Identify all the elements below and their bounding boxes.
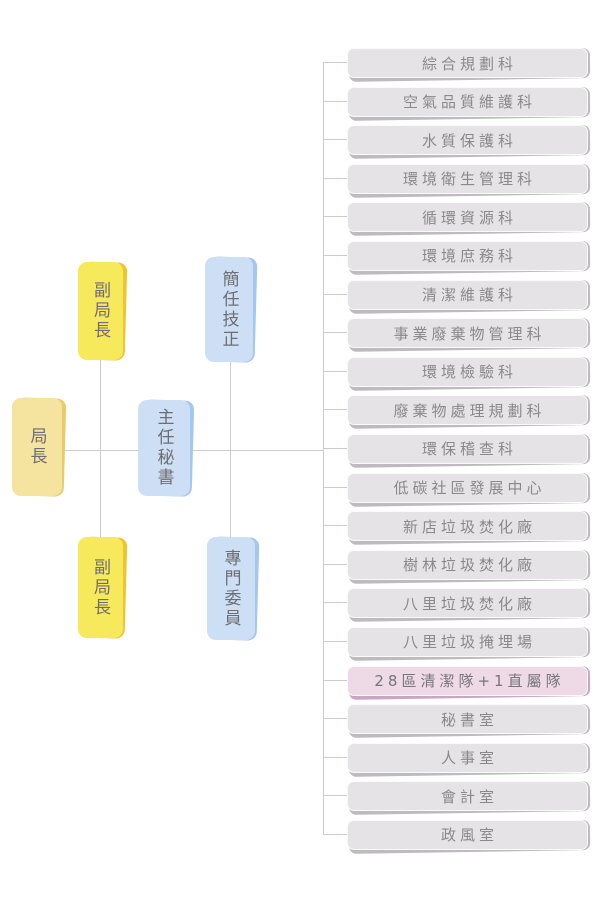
dept-node: 環境衛生管理科 <box>323 163 588 194</box>
dept-node: 人事室 <box>323 742 588 773</box>
department-column: 綜合規劃科 空氣品質維護科 水質保護科 環境衛生管理科 循環資源科 環境庶務科 … <box>323 48 588 850</box>
node-director-label: 局長 <box>26 427 47 467</box>
dept-node: 環境檢驗科 <box>323 356 588 387</box>
dept-node: 環保稽查科 <box>323 433 588 464</box>
connector-trunk-vertical <box>323 63 324 835</box>
dept-node: 循環資源科 <box>323 202 588 233</box>
dept-node: 空氣品質維護科 <box>323 86 588 117</box>
dept-node: 八里垃圾掩埋場 <box>323 626 588 657</box>
connector-staff-vertical <box>230 362 231 537</box>
dept-node: 樹林垃圾焚化廠 <box>323 549 588 580</box>
dept-node: 會計室 <box>323 781 588 812</box>
node-deputy-director-bottom: 副局長 <box>78 537 123 638</box>
node-senior-technician: 簡任技正 <box>205 257 253 362</box>
dept-node-highlight: 28區清潔隊+1直屬隊 <box>323 665 588 696</box>
dept-node: 事業廢棄物管理科 <box>323 318 588 349</box>
node-deputy-director-top: 副局長 <box>78 262 123 360</box>
dept-node: 政風室 <box>323 819 588 850</box>
connector-deputy-vertical <box>100 360 101 537</box>
node-senior-technician-label: 簡任技正 <box>218 269 239 350</box>
dept-node: 新店垃圾焚化廠 <box>323 511 588 542</box>
node-deputy-director-top-label: 副局長 <box>90 281 110 341</box>
node-chief-secretary: 主任秘書 <box>138 400 190 496</box>
dept-node: 環境庶務科 <box>323 240 588 271</box>
dept-node: 八里垃圾焚化廠 <box>323 588 588 619</box>
dept-node: 綜合規劃科 <box>323 48 588 78</box>
dept-node: 清潔維護科 <box>323 279 588 310</box>
node-senior-specialist: 專門委員 <box>207 537 255 640</box>
dept-node: 水質保護科 <box>323 125 588 156</box>
dept-node: 低碳社區發展中心 <box>323 472 588 503</box>
node-deputy-director-bottom-label: 副局長 <box>90 557 110 618</box>
node-senior-specialist-label: 專門委員 <box>220 548 241 629</box>
dept-node: 秘書室 <box>323 704 588 735</box>
node-chief-secretary-label: 主任秘書 <box>153 408 174 488</box>
dept-node: 廢棄物處理規劃科 <box>323 395 588 426</box>
node-director: 局長 <box>12 398 62 496</box>
